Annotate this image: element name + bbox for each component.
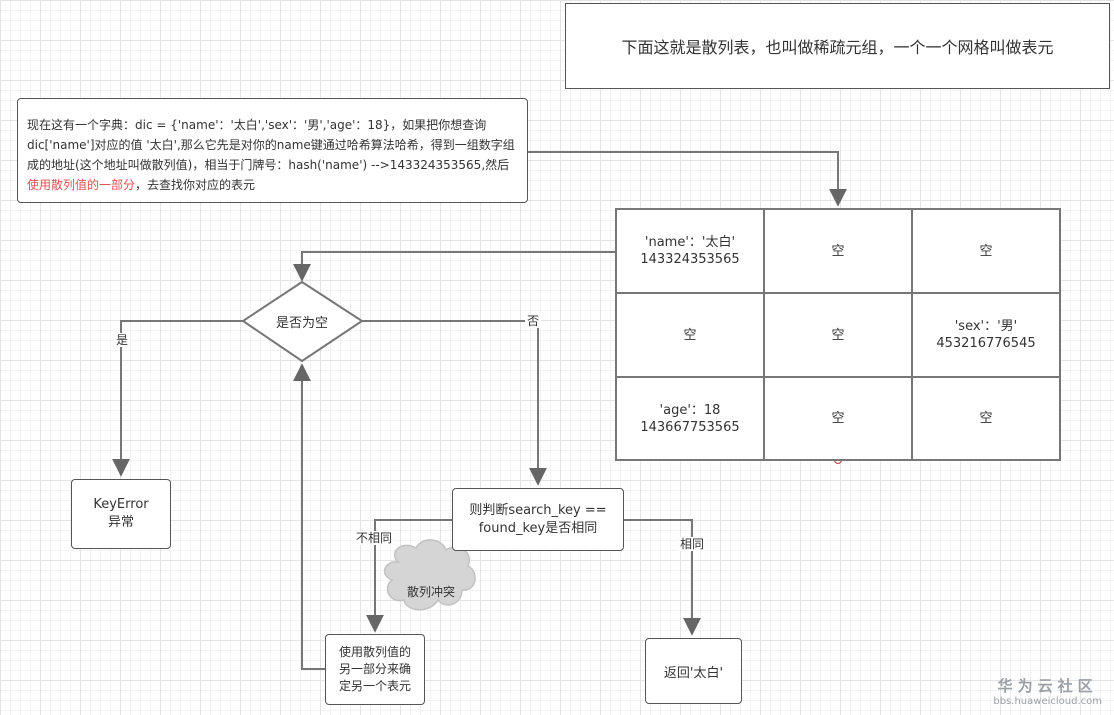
decision-diamond bbox=[241, 280, 364, 363]
other-part-box: 使用散列值的另一部分来确定另一个表元 bbox=[325, 634, 425, 705]
yes-label: 是 bbox=[114, 333, 131, 347]
not-same-label: 不相同 bbox=[354, 531, 395, 545]
return-text: 返回'太白' bbox=[663, 665, 724, 681]
watermark-url: bbs.huaweicloud.com bbox=[993, 696, 1102, 707]
table-cell: 空 bbox=[765, 210, 913, 294]
return-box: 返回'太白' bbox=[645, 638, 742, 704]
compare-text: 则判断search_key == found_key是否相同 bbox=[469, 502, 607, 536]
arrow-notsame-to-other bbox=[366, 519, 452, 633]
table-cell: 'sex'：'男' 453216776545 bbox=[913, 294, 1059, 378]
arrow-no-to-compare bbox=[362, 320, 547, 486]
compare-box: 则判断search_key == found_key是否相同 bbox=[452, 488, 624, 551]
no-label: 否 bbox=[525, 314, 542, 328]
explanation-text-end: ，去查找你对应的表元 bbox=[135, 178, 256, 192]
keyerror-box: KeyError 异常 bbox=[71, 479, 171, 549]
table-cell: 空 bbox=[765, 378, 913, 459]
table-cell: 'name'：'太白' 143324353565 bbox=[617, 210, 765, 294]
arrow-same-to-return bbox=[624, 519, 701, 636]
arrow-table-to-decision bbox=[293, 251, 615, 282]
table-cell: 空 bbox=[979, 411, 993, 426]
hash-table-title-note: 下面这就是散列表，也叫做稀疏元组，一个一个网格叫做表元 bbox=[565, 3, 1110, 89]
explanation-text: 现在这有一个字典：dic = {'name'：'太白','sex'：'男','a… bbox=[27, 118, 515, 172]
table-cell: 'age'：18 143667753565 bbox=[617, 378, 765, 459]
title-note-text: 下面这就是散列表，也叫做稀疏元组，一个一个网格叫做表元 bbox=[621, 38, 1054, 57]
watermark: 华为云社区 bbs.huaweicloud.com bbox=[993, 675, 1102, 707]
arrow-yes-to-keyerror bbox=[112, 320, 243, 477]
collision-cloud bbox=[383, 539, 476, 611]
same-label: 相同 bbox=[678, 537, 707, 551]
explanation-box: 现在这有一个字典：dic = {'name'：'太白','sex'：'男','a… bbox=[17, 98, 528, 203]
watermark-brand: 华为云社区 bbox=[997, 677, 1098, 695]
table-cell: 空 bbox=[913, 210, 1059, 294]
arrow-loop-to-decision bbox=[293, 363, 325, 670]
keyerror-text: KeyError 异常 bbox=[93, 497, 149, 530]
explanation-highlight: 使用散列值的一部分 bbox=[27, 178, 136, 192]
other-part-text: 使用散列值的另一部分来确定另一个表元 bbox=[338, 645, 411, 693]
hash-table: 'name'：'太白' 143324353565 空 空 空 空 'sex'：'… bbox=[615, 208, 1061, 461]
table-cell: 空 bbox=[765, 294, 913, 378]
arrow-explanation-to-table bbox=[528, 151, 847, 207]
decision-label: 是否为空 bbox=[275, 315, 328, 331]
cloud-label: 散列冲突 bbox=[406, 584, 455, 599]
table-cell: 空 bbox=[617, 294, 765, 378]
